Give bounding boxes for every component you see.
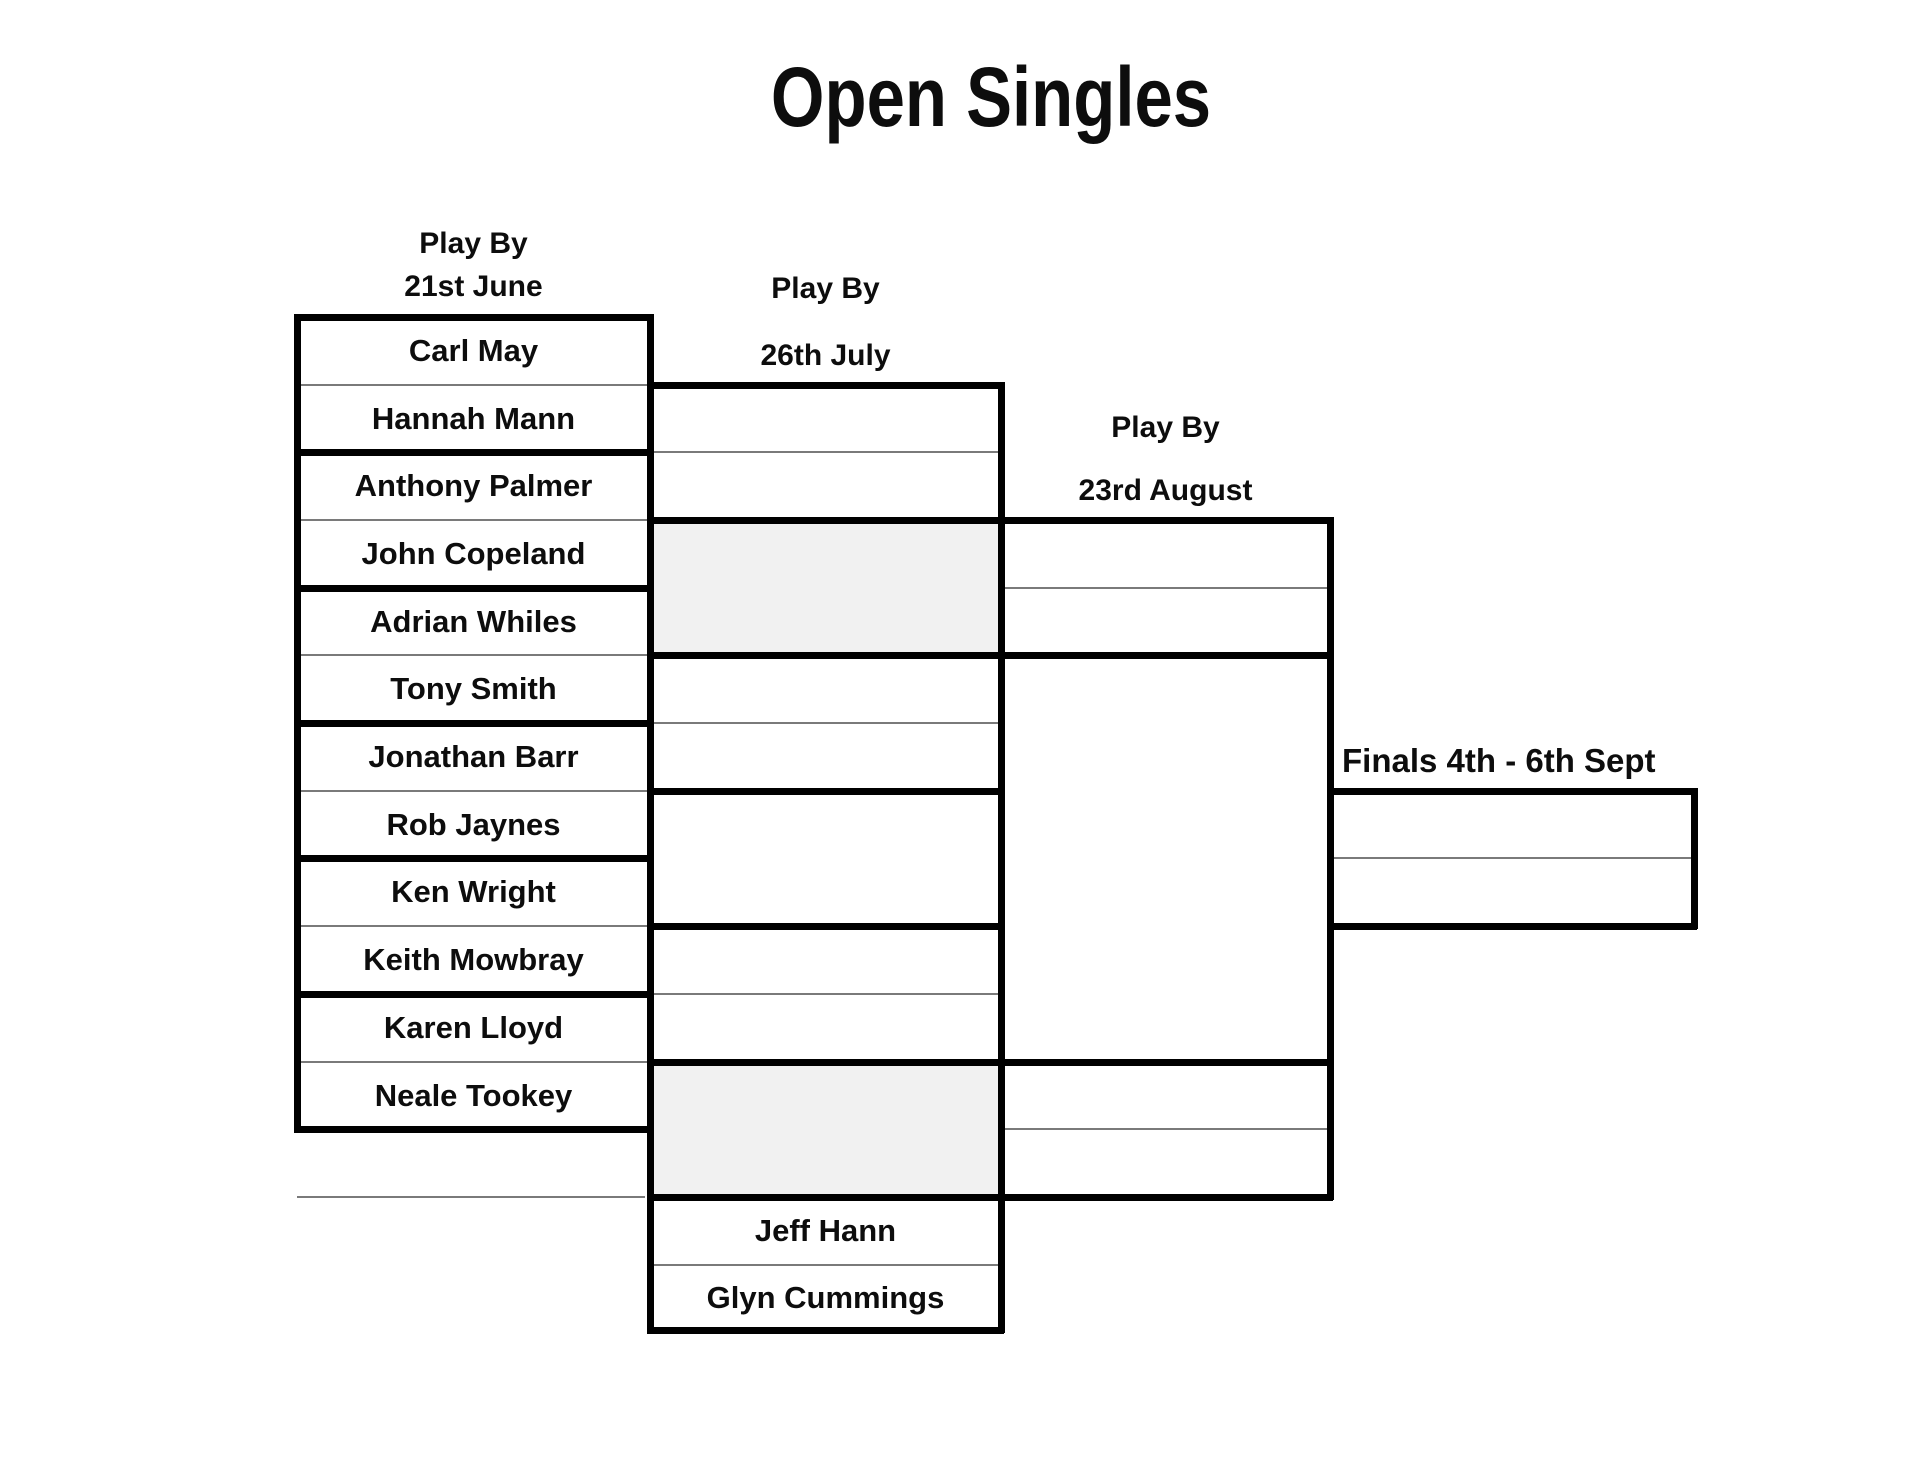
match-divider-line <box>1001 587 1330 589</box>
bracket-line <box>998 382 1005 1333</box>
match-divider-line <box>1330 857 1694 859</box>
match-divider-line <box>1001 1128 1330 1130</box>
player-slot: Carl May <box>408 333 539 368</box>
player-slot: John Copeland <box>361 536 586 571</box>
bracket-line <box>647 923 1004 930</box>
player-slot: Keith Mowbray <box>363 942 584 977</box>
bracket-line <box>294 991 653 998</box>
bracket-line <box>1327 923 1697 930</box>
player-slot: Glyn Cummings <box>706 1279 945 1315</box>
player-slot: Jonathan Barr <box>368 739 579 774</box>
bracket-line <box>294 720 653 727</box>
match-divider-line <box>650 1264 1001 1266</box>
bracket-line <box>294 314 653 321</box>
bracket-line <box>647 517 1333 524</box>
match-divider-line <box>297 384 650 386</box>
player-slot: Ken Wright <box>391 874 556 909</box>
bracket-line <box>1691 788 1698 929</box>
player-slot: Karen Lloyd <box>383 1010 564 1045</box>
bracket-line <box>294 314 301 1132</box>
round3-header-line1: Play By <box>1111 411 1220 444</box>
round1-header-line2: 21st June <box>404 270 543 303</box>
bracket-line <box>647 1194 1333 1201</box>
bracket-line <box>294 1126 653 1133</box>
match-divider-line <box>297 654 650 656</box>
finals-header: Finals 4th - 6th Sept <box>1342 742 1656 779</box>
player-slot: Jeff Hann <box>754 1213 897 1248</box>
bracket-line <box>647 1327 1004 1334</box>
bracket-line <box>1327 788 1697 795</box>
player-slot: Adrian Whiles <box>370 603 577 639</box>
round2-shaded-spacer-cell <box>650 1062 1001 1197</box>
bracket-line <box>1327 517 1334 1200</box>
match-divider-line <box>297 790 650 792</box>
match-divider-line <box>650 993 1001 995</box>
match-divider-line <box>297 1061 650 1063</box>
page-title: Open Singles <box>770 49 1212 144</box>
player-slot: Rob Jaynes <box>386 806 561 842</box>
match-divider-line <box>650 451 1001 453</box>
round2-header-line1: Play By <box>771 272 880 305</box>
bracket-line <box>647 314 654 1333</box>
match-divider-line <box>297 925 650 927</box>
bracket-line <box>294 585 653 592</box>
bracket-line <box>647 788 1004 795</box>
match-divider-line <box>650 722 1001 724</box>
round3-header-line2: 23rd August <box>1078 474 1253 507</box>
bracket-line <box>294 855 653 862</box>
player-slot: Anthony Palmer <box>354 468 593 503</box>
bracket-line <box>647 652 1333 659</box>
player-slot: Neale Tookey <box>374 1077 573 1113</box>
player-slot: Tony Smith <box>390 671 557 706</box>
match-divider-line <box>297 519 650 521</box>
bracket-line <box>294 449 653 456</box>
bracket-line <box>647 1059 1333 1066</box>
round1-header-line1: Play By <box>419 227 528 260</box>
round2-header-line2: 26th July <box>760 339 891 372</box>
player-slot: Hannah Mann <box>371 400 576 436</box>
empty-slot-line <box>297 1196 645 1198</box>
bracket-line <box>647 382 1004 389</box>
round2-shaded-spacer-cell <box>650 520 1001 655</box>
